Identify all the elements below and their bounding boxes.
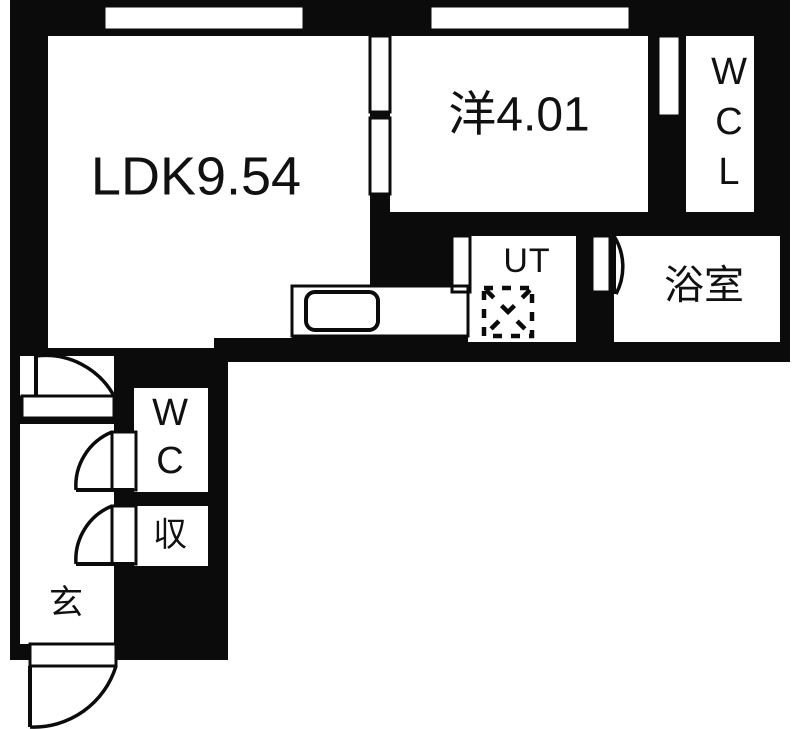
storage-door-swing-arc [74,504,113,565]
label-ut: UT [503,242,550,280]
wc-door-panel [112,432,136,490]
washing-machine-pan [481,285,535,339]
corridor-floor [214,286,292,338]
genkan-floor [20,566,114,644]
wcl-door-panel [658,36,680,116]
label-entrance: 玄 [49,584,83,622]
label-wc-w: W [152,392,188,434]
entrance-door-swing-arc [29,665,118,729]
window-top-right [430,6,630,30]
wc-door[interactable] [74,430,138,492]
ldk-floor [48,36,370,288]
bathroom-floor [614,236,780,342]
entrance-door[interactable] [28,642,118,729]
kitchen-counter [290,284,470,338]
wc-floor [134,388,208,492]
sliding-panel-lower-frame [368,116,392,196]
sliding-door-ldk-bedroom[interactable] [368,34,392,196]
bathroom-door-panel-frame [590,234,612,294]
storage-floor [134,506,208,566]
label-wcl-l: L [718,151,739,193]
entry-hall-floor [20,424,114,566]
entrance-door-panel [30,644,116,666]
label-wcl-w: W [711,51,747,93]
hall-door-upper-swing-arc [35,353,116,397]
label-ldk: LDK9.54 [91,146,301,206]
washer-pan-x [484,288,532,336]
hall-door-upper[interactable] [20,353,116,420]
storage-door[interactable] [74,504,138,566]
label-wc-c: C [156,440,183,482]
room-labels: LDK9.54 洋4.01 W C L UT 浴室 W C 収 玄 [49,51,747,622]
ut-door[interactable] [450,234,472,294]
ut-door-panel [452,236,470,292]
entrance-door-frame [28,642,118,668]
wcl-door[interactable] [656,34,682,118]
label-storage: 収 [153,516,187,554]
kitchen-sink [304,290,380,332]
bedroom-floor [390,36,648,212]
hall-door-upper-frame [20,394,116,420]
kitchen-counter-outline [290,284,470,338]
bathroom-door[interactable] [590,234,625,295]
windows [102,4,632,32]
ldk-floor-lower [48,288,214,348]
bathroom-door-panel [592,236,610,292]
window-top-left [104,6,304,30]
washer-pan-outline [481,285,535,339]
bathroom-door-swing-arc [612,235,625,295]
storage-door-panel [112,506,136,564]
window-top-left-frame [102,4,306,32]
ut-door-panel-frame [450,234,472,294]
wcl-door-panel-frame [656,34,682,118]
hall-door-upper-panel [22,396,114,418]
window-top-right-frame [428,4,632,32]
sliding-panel-lower [370,118,390,194]
wcl-floor [686,36,754,212]
sliding-panel-upper [370,36,390,112]
sliding-panel-upper-frame [368,34,392,114]
wc-door-swing-arc [74,430,113,491]
label-bathroom: 浴室 [664,264,744,308]
label-wcl-c: C [715,101,742,143]
label-bedroom: 洋4.01 [448,89,589,142]
